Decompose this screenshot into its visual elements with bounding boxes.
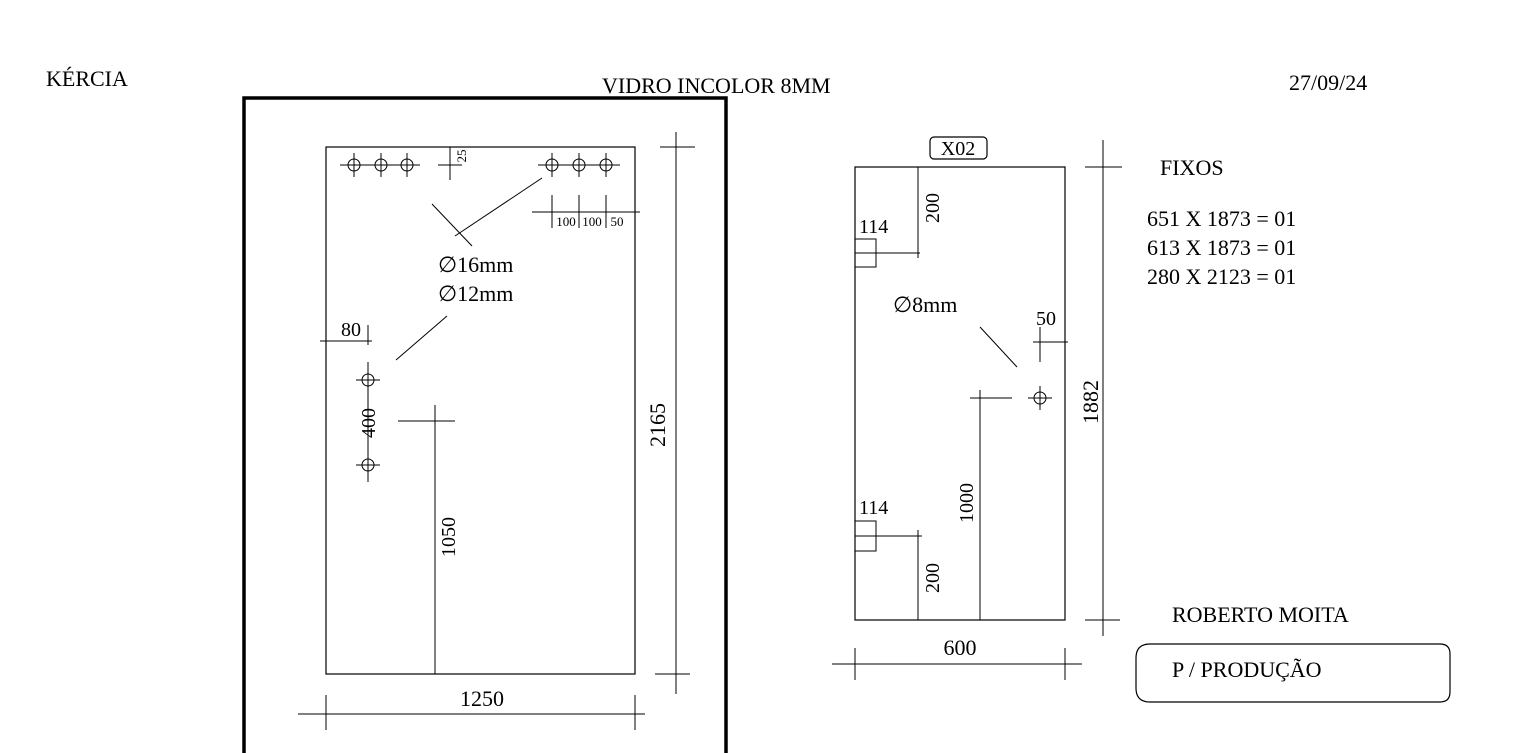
fixos-item: 613 X 1873 = 01 <box>1147 235 1296 260</box>
hole-height-label: 1000 <box>956 483 978 523</box>
right-glass-outline <box>854 166 1066 621</box>
fixos-list: FIXOS 651 X 1873 = 01 613 X 1873 = 01 28… <box>1147 155 1296 289</box>
responsible-name: ROBERTO MOITA <box>1172 602 1349 627</box>
right-width-label: 600 <box>944 635 977 660</box>
right-piece-drawing: X02 114 200 114 200 ∅8mm 50 1000 1882 <box>832 136 1122 680</box>
hole-12-label: ∅12mm <box>438 281 513 306</box>
hole-icon <box>566 152 592 178</box>
left-height-label: 2165 <box>645 403 670 447</box>
piece-tag: X02 <box>941 138 975 160</box>
fixos-item: 280 X 2123 = 01 <box>1147 264 1296 289</box>
production-stamp: P / PRODUÇÃO <box>1172 657 1322 682</box>
hole-icon <box>355 452 381 478</box>
hole-icon <box>1027 385 1053 411</box>
hole-icon <box>368 152 394 178</box>
right-height-label: 1882 <box>1078 380 1103 424</box>
notch-top-label: 114 <box>859 216 888 238</box>
notch-top-offset-label: 200 <box>922 193 944 223</box>
spacing-label: 50 <box>611 214 624 229</box>
production-stamp-box <box>1135 643 1451 703</box>
left-glass-outline <box>325 146 636 675</box>
hole-icon <box>539 152 565 178</box>
highlight-frame <box>242 96 728 753</box>
piece-tag-box <box>929 136 988 160</box>
hole-icon <box>341 152 367 178</box>
spacing-label: 100 <box>582 214 602 229</box>
side-offset-label: 80 <box>341 319 361 341</box>
handle-height-label: 1050 <box>438 517 460 557</box>
hole-spacing-label: 400 <box>358 408 380 438</box>
hole-edge-label: 50 <box>1036 308 1056 330</box>
client-name: KÉRCIA <box>46 66 128 91</box>
left-width-label: 1250 <box>460 686 504 711</box>
hole-16-label: ∅16mm <box>438 252 513 277</box>
material-title: VIDRO INCOLOR 8MM <box>602 73 831 98</box>
drawing-date: 27/09/24 <box>1289 70 1368 95</box>
left-piece-drawing: 25 100 100 50 ∅16mm ∅12mm 80 400 1050 <box>242 96 728 753</box>
hole-icon <box>593 152 619 178</box>
hole-8-label: ∅8mm <box>893 292 957 317</box>
hole-icon <box>355 367 381 393</box>
fixos-title: FIXOS <box>1160 155 1224 180</box>
top-offset-label: 25 <box>454 150 469 163</box>
spacing-label: 100 <box>556 214 576 229</box>
hole-icon <box>394 152 420 178</box>
notch-bottom-offset-label: 200 <box>922 563 944 593</box>
fixos-item: 651 X 1873 = 01 <box>1147 206 1296 231</box>
notch-bottom-label: 114 <box>859 497 888 519</box>
